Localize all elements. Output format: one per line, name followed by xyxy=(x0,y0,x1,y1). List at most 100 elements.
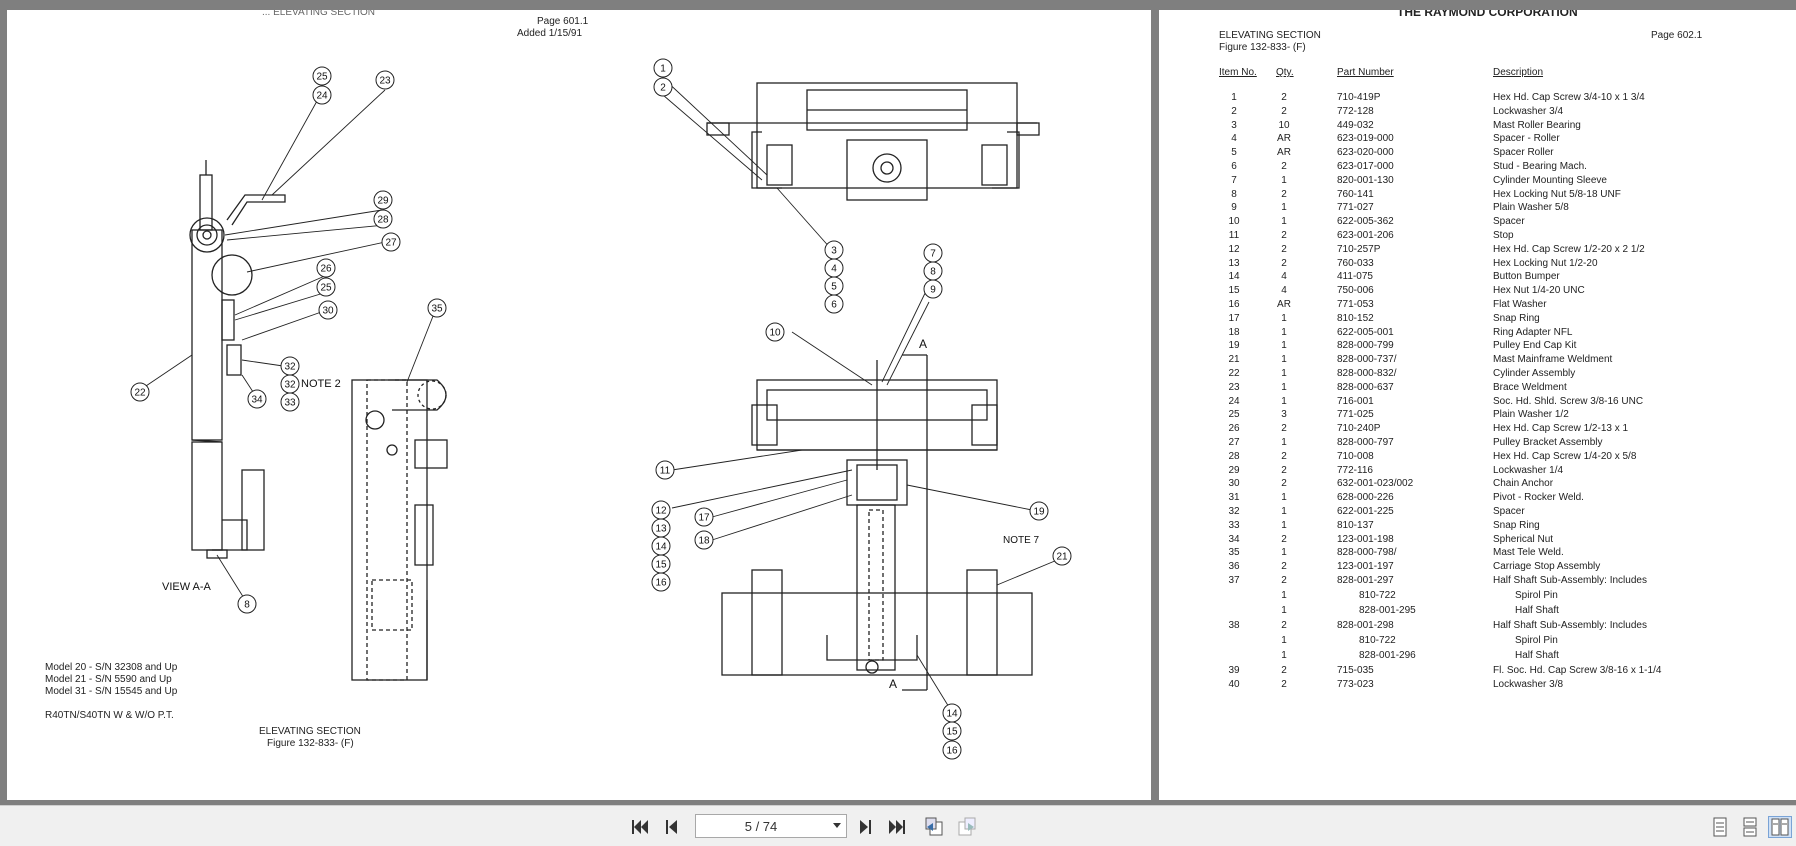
svg-text:3: 3 xyxy=(831,246,837,257)
quantity: 1 xyxy=(1281,635,1287,646)
description: Hex Hd. Cap Screw 3/4-10 x 1 3/4 xyxy=(1493,92,1645,103)
model-line-2: Model 21 - S/N 5590 and Up xyxy=(45,674,172,685)
part-number: 810-722 xyxy=(1359,635,1396,646)
go-back-icon[interactable] xyxy=(922,816,946,838)
section-title: ELEVATING SECTION xyxy=(1219,30,1321,41)
svg-text:30: 30 xyxy=(322,306,334,317)
quantity: 2 xyxy=(1281,678,1287,690)
go-forward-icon[interactable] xyxy=(955,816,979,838)
exploded-parts-diagram: 25 24 23 29 28 27 26 25 30 32 32 33 34 2… xyxy=(130,58,1072,760)
quantity: 1 xyxy=(1281,368,1287,379)
description: Pulley End Cap Kit xyxy=(1493,340,1577,352)
document-page-left: ... ELEVATING SECTION Page 601.1 Added 1… xyxy=(7,10,1151,800)
quantity: 2 xyxy=(1281,450,1287,462)
svg-text:5: 5 xyxy=(831,282,837,293)
description: Soc. Hd. Shld. Screw 3/8-16 UNC xyxy=(1493,395,1644,407)
model-designation: R40TN/S40TN W & W/O P.T. xyxy=(45,710,174,721)
svg-text:4: 4 xyxy=(831,264,837,275)
part-number: 628-000-226 xyxy=(1337,492,1394,504)
quantity: 2 xyxy=(1281,620,1287,631)
svg-text:28: 28 xyxy=(377,215,389,226)
svg-text:13: 13 xyxy=(655,524,667,535)
item-number: 39 xyxy=(1228,665,1240,676)
continuous-view-icon[interactable] xyxy=(1738,816,1762,838)
item-number: 15 xyxy=(1228,285,1240,297)
page-number-input[interactable]: 5 / 74 xyxy=(695,814,847,838)
svg-text:8: 8 xyxy=(930,267,936,278)
model-line-3: Model 31 - S/N 15545 and Up xyxy=(45,686,178,697)
callout: 26 xyxy=(316,258,336,278)
first-page-icon[interactable] xyxy=(628,816,652,838)
description: Hex Hd. Cap Screw 1/2-13 x 1 xyxy=(1493,423,1629,435)
part-number: 828-000-798/ xyxy=(1337,547,1397,559)
single-page-view-icon[interactable] xyxy=(1708,816,1732,838)
item-number: 35 xyxy=(1228,547,1240,559)
quantity: 3 xyxy=(1281,409,1287,421)
callout: 19 xyxy=(1029,501,1049,521)
description: Pulley Bracket Assembly xyxy=(1493,437,1603,448)
svg-text:2: 2 xyxy=(660,83,666,94)
quantity: 4 xyxy=(1281,285,1287,297)
svg-text:10: 10 xyxy=(769,328,781,339)
item-number: 13 xyxy=(1228,257,1240,269)
svg-text:19: 19 xyxy=(1033,507,1045,518)
callout: 3 xyxy=(824,240,844,260)
item-number: 5 xyxy=(1231,147,1237,159)
svg-text:34: 34 xyxy=(251,395,263,406)
description: Spirol Pin xyxy=(1515,635,1558,646)
svg-text:11: 11 xyxy=(660,466,671,477)
description: Ring Adapter NFL xyxy=(1493,326,1573,338)
description: Half Shaft xyxy=(1515,605,1559,616)
description: Cylinder Mounting Sleeve xyxy=(1493,174,1607,186)
description: Hex Hd. Cap Screw 1/2-20 x 2 1/2 xyxy=(1493,243,1645,255)
description: Mast Mainframe Weldment xyxy=(1493,354,1613,366)
model-line-1: Model 20 - S/N 32308 and Up xyxy=(45,662,178,673)
quantity: 2 xyxy=(1281,533,1287,545)
quantity: 1 xyxy=(1281,519,1287,531)
svg-text:23: 23 xyxy=(379,76,391,87)
last-page-icon[interactable] xyxy=(885,816,909,838)
quantity: 1 xyxy=(1281,395,1287,407)
callout: 25 xyxy=(312,66,332,86)
viewer-toolbar: 5 / 74 xyxy=(0,805,1796,846)
item-number: 23 xyxy=(1228,381,1240,393)
svg-text:16: 16 xyxy=(655,578,667,589)
quantity: AR xyxy=(1277,299,1291,310)
callout: 15 xyxy=(651,554,671,574)
callout: 12 xyxy=(651,500,671,520)
callout: 6 xyxy=(824,294,844,314)
quantity: 4 xyxy=(1281,271,1287,283)
prev-page-icon[interactable] xyxy=(660,816,684,838)
callout: 18 xyxy=(694,530,714,550)
note7-label: NOTE 7 xyxy=(1003,535,1040,546)
item-number: 10 xyxy=(1228,216,1240,228)
callout: 1 xyxy=(653,58,673,78)
description: Spacer - Roller xyxy=(1493,133,1560,145)
page-dropdown-icon[interactable] xyxy=(833,823,841,828)
part-number: 449-032 xyxy=(1337,119,1374,131)
quantity: 2 xyxy=(1281,161,1287,172)
page-label: Page 601.1 xyxy=(537,16,589,27)
callout: 27 xyxy=(381,232,401,252)
two-page-view-icon[interactable] xyxy=(1768,816,1792,838)
quantity: 1 xyxy=(1281,174,1287,186)
page-label: Page 602.1 xyxy=(1651,30,1703,41)
quantity: 1 xyxy=(1281,590,1287,601)
callout: 16 xyxy=(942,740,962,760)
svg-text:18: 18 xyxy=(698,536,710,547)
item-number: 4 xyxy=(1231,133,1237,145)
svg-text:35: 35 xyxy=(431,304,443,315)
part-number: 710-257P xyxy=(1337,243,1381,255)
description: Spacer xyxy=(1493,216,1525,228)
added-label: Added 1/15/91 xyxy=(517,28,583,39)
next-page-icon[interactable] xyxy=(853,816,877,838)
